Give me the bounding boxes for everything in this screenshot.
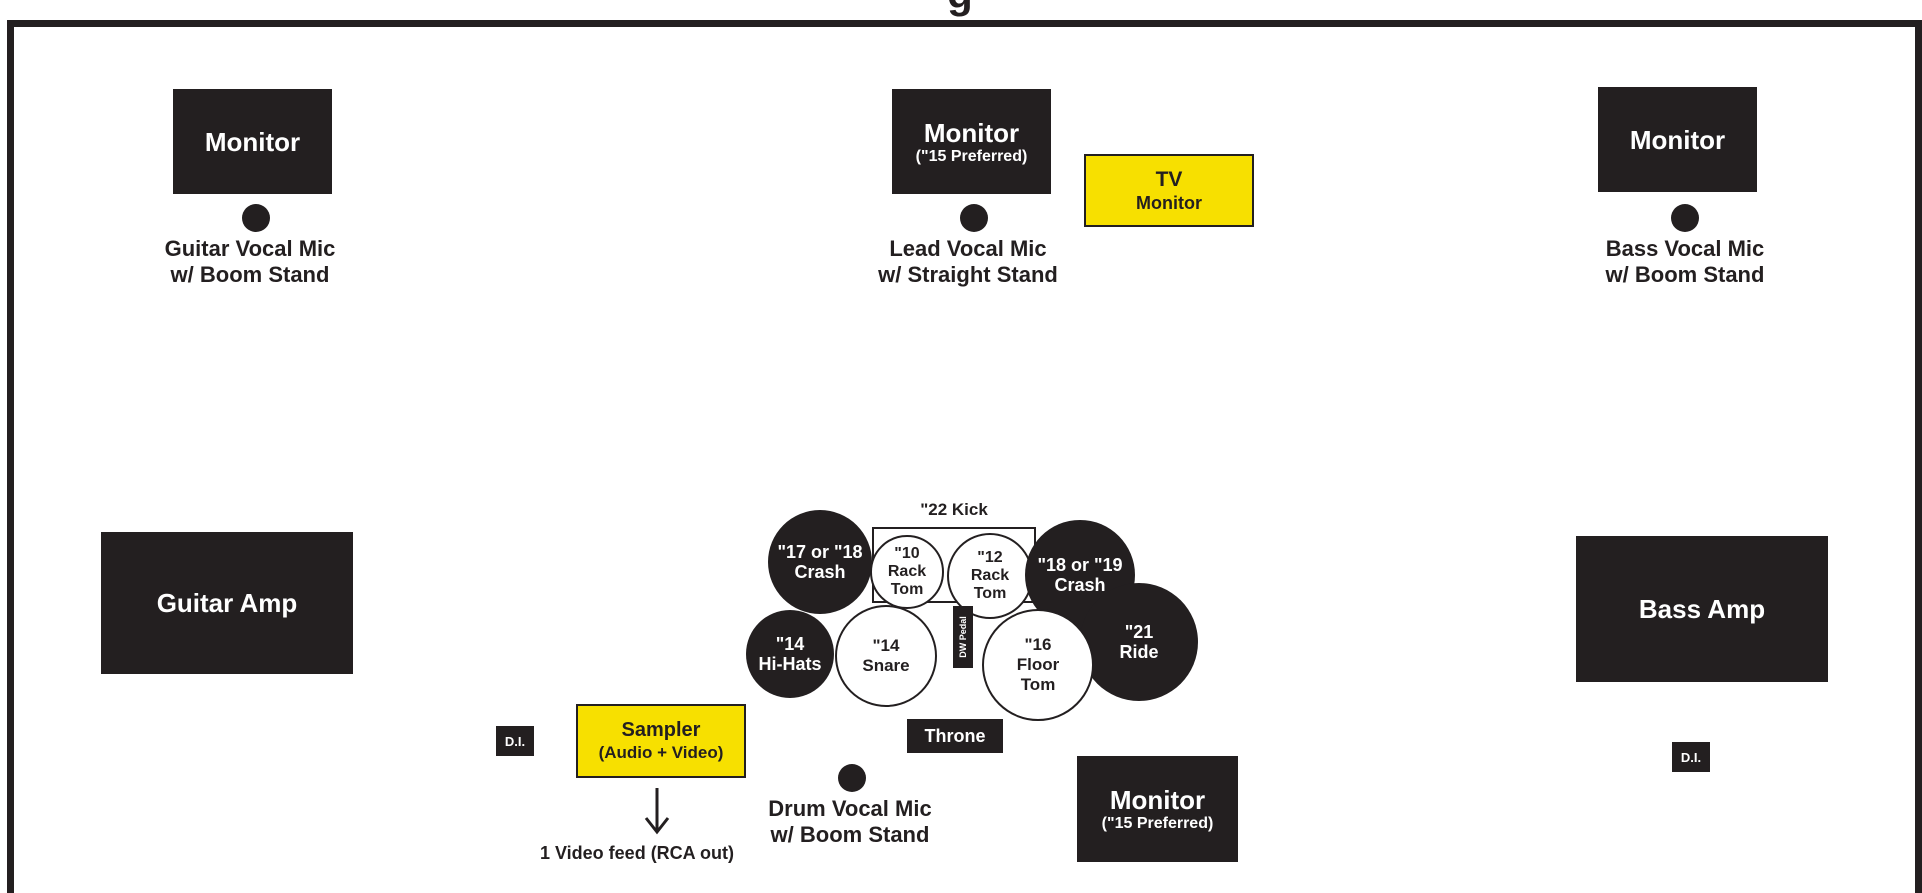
drum-mic-label: Drum Vocal Mic w/ Boom Stand bbox=[740, 796, 960, 848]
title-fragment: g bbox=[900, 0, 1020, 20]
bass-vocal-mic bbox=[1671, 204, 1699, 232]
crash-cymbal-left: "17 or "18 Crash bbox=[768, 510, 872, 614]
guitar-mic-label: Guitar Vocal Mic w/ Boom Stand bbox=[140, 236, 360, 288]
drum-monitor-label: Monitor bbox=[1109, 785, 1206, 815]
hihats: "14 Hi-Hats bbox=[746, 610, 834, 698]
floor-tom-line3: Tom bbox=[1020, 675, 1056, 694]
throne: Throne bbox=[907, 719, 1003, 753]
tv-monitor-line1: TV bbox=[1155, 167, 1183, 191]
snare-line2: Snare bbox=[862, 656, 910, 675]
sampler: Sampler (Audio + Video) bbox=[576, 704, 746, 778]
di-left-label: D.I. bbox=[504, 733, 526, 749]
drum-mic-line2: w/ Boom Stand bbox=[770, 822, 930, 847]
hihats-line1: "14 bbox=[775, 634, 805, 654]
bass-mic-line2: w/ Boom Stand bbox=[1605, 262, 1765, 287]
ride-line2: Ride bbox=[1119, 642, 1159, 662]
center-monitor: Monitor ("15 Preferred) bbox=[892, 89, 1051, 194]
rack-tom-12-line2: Rack bbox=[970, 567, 1010, 584]
drum-monitor-note: ("15 Preferred) bbox=[1101, 815, 1214, 832]
floor-tom-line1: "16 bbox=[1024, 635, 1052, 654]
drum-monitor: Monitor ("15 Preferred) bbox=[1077, 756, 1238, 862]
rack-tom-10-line1: "10 bbox=[894, 545, 920, 562]
rack-tom-10-line3: Tom bbox=[890, 581, 924, 598]
di-right-label: D.I. bbox=[1680, 749, 1702, 765]
throne-label: Throne bbox=[924, 725, 986, 746]
center-monitor-label: Monitor bbox=[923, 117, 1020, 148]
lead-vocal-mic bbox=[960, 204, 988, 232]
dw-pedal-label: DW Pedal bbox=[958, 616, 969, 658]
bass-mic-line1: Bass Vocal Mic bbox=[1605, 236, 1765, 261]
crash-right-line2: Crash bbox=[1054, 575, 1106, 595]
kick-label: "22 Kick bbox=[920, 500, 988, 519]
rack-tom-10: "10 Rack Tom bbox=[870, 535, 944, 609]
snare-line1: "14 bbox=[872, 636, 900, 655]
center-monitor-note: ("15 Preferred) bbox=[915, 147, 1028, 165]
crash-left-line2: Crash bbox=[794, 562, 846, 582]
video-feed-arrow bbox=[644, 788, 670, 835]
stage-frame bbox=[7, 20, 1922, 893]
floor-tom: "16 Floor Tom bbox=[982, 609, 1094, 721]
crash-left-line1: "17 or "18 bbox=[777, 542, 863, 562]
sampler-line1: Sampler bbox=[621, 719, 701, 741]
di-box-left: D.I. bbox=[496, 726, 534, 756]
video-feed-label: 1 Video feed (RCA out) bbox=[539, 843, 734, 863]
rack-tom-12-line1: "12 bbox=[977, 549, 1003, 566]
snare-drum: "14 Snare bbox=[835, 605, 937, 707]
guitar-monitor-label: Monitor bbox=[204, 126, 301, 157]
floor-tom-line2: Floor bbox=[1016, 655, 1060, 674]
bass-mic-label: Bass Vocal Mic w/ Boom Stand bbox=[1565, 236, 1805, 288]
sampler-line2: (Audio + Video) bbox=[598, 743, 724, 762]
drum-vocal-mic bbox=[838, 764, 866, 792]
drum-mic-line1: Drum Vocal Mic bbox=[768, 796, 932, 821]
hihats-line2: Hi-Hats bbox=[758, 654, 822, 674]
guitar-amp-label: Guitar Amp bbox=[156, 588, 298, 618]
lead-mic-label: Lead Vocal Mic w/ Straight Stand bbox=[848, 236, 1088, 288]
di-box-right: D.I. bbox=[1672, 742, 1710, 772]
lead-mic-line2: w/ Straight Stand bbox=[878, 262, 1058, 287]
ride-line1: "21 bbox=[1124, 622, 1154, 642]
bass-monitor-label: Monitor bbox=[1629, 124, 1726, 155]
ride-cymbal: "21 Ride bbox=[1080, 583, 1198, 701]
tv-monitor: TV Monitor bbox=[1084, 154, 1254, 227]
guitar-mic-line2: w/ Boom Stand bbox=[170, 262, 330, 287]
rack-tom-10-line2: Rack bbox=[887, 563, 927, 580]
bass-monitor: Monitor bbox=[1598, 87, 1757, 192]
lead-mic-line1: Lead Vocal Mic bbox=[889, 236, 1047, 261]
guitar-vocal-mic bbox=[242, 204, 270, 232]
crash-right-line1: "18 or "19 bbox=[1037, 555, 1123, 575]
bass-amp: Bass Amp bbox=[1576, 536, 1828, 682]
rack-tom-12-line3: Tom bbox=[973, 585, 1007, 602]
guitar-amp: Guitar Amp bbox=[101, 532, 353, 674]
tv-monitor-line2: Monitor bbox=[1136, 192, 1202, 213]
guitar-monitor: Monitor bbox=[173, 89, 332, 194]
bass-amp-label: Bass Amp bbox=[1638, 594, 1766, 624]
guitar-mic-line1: Guitar Vocal Mic bbox=[164, 236, 336, 261]
rack-tom-12: "12 Rack Tom bbox=[947, 533, 1033, 619]
dw-pedal: DW Pedal bbox=[953, 606, 973, 668]
